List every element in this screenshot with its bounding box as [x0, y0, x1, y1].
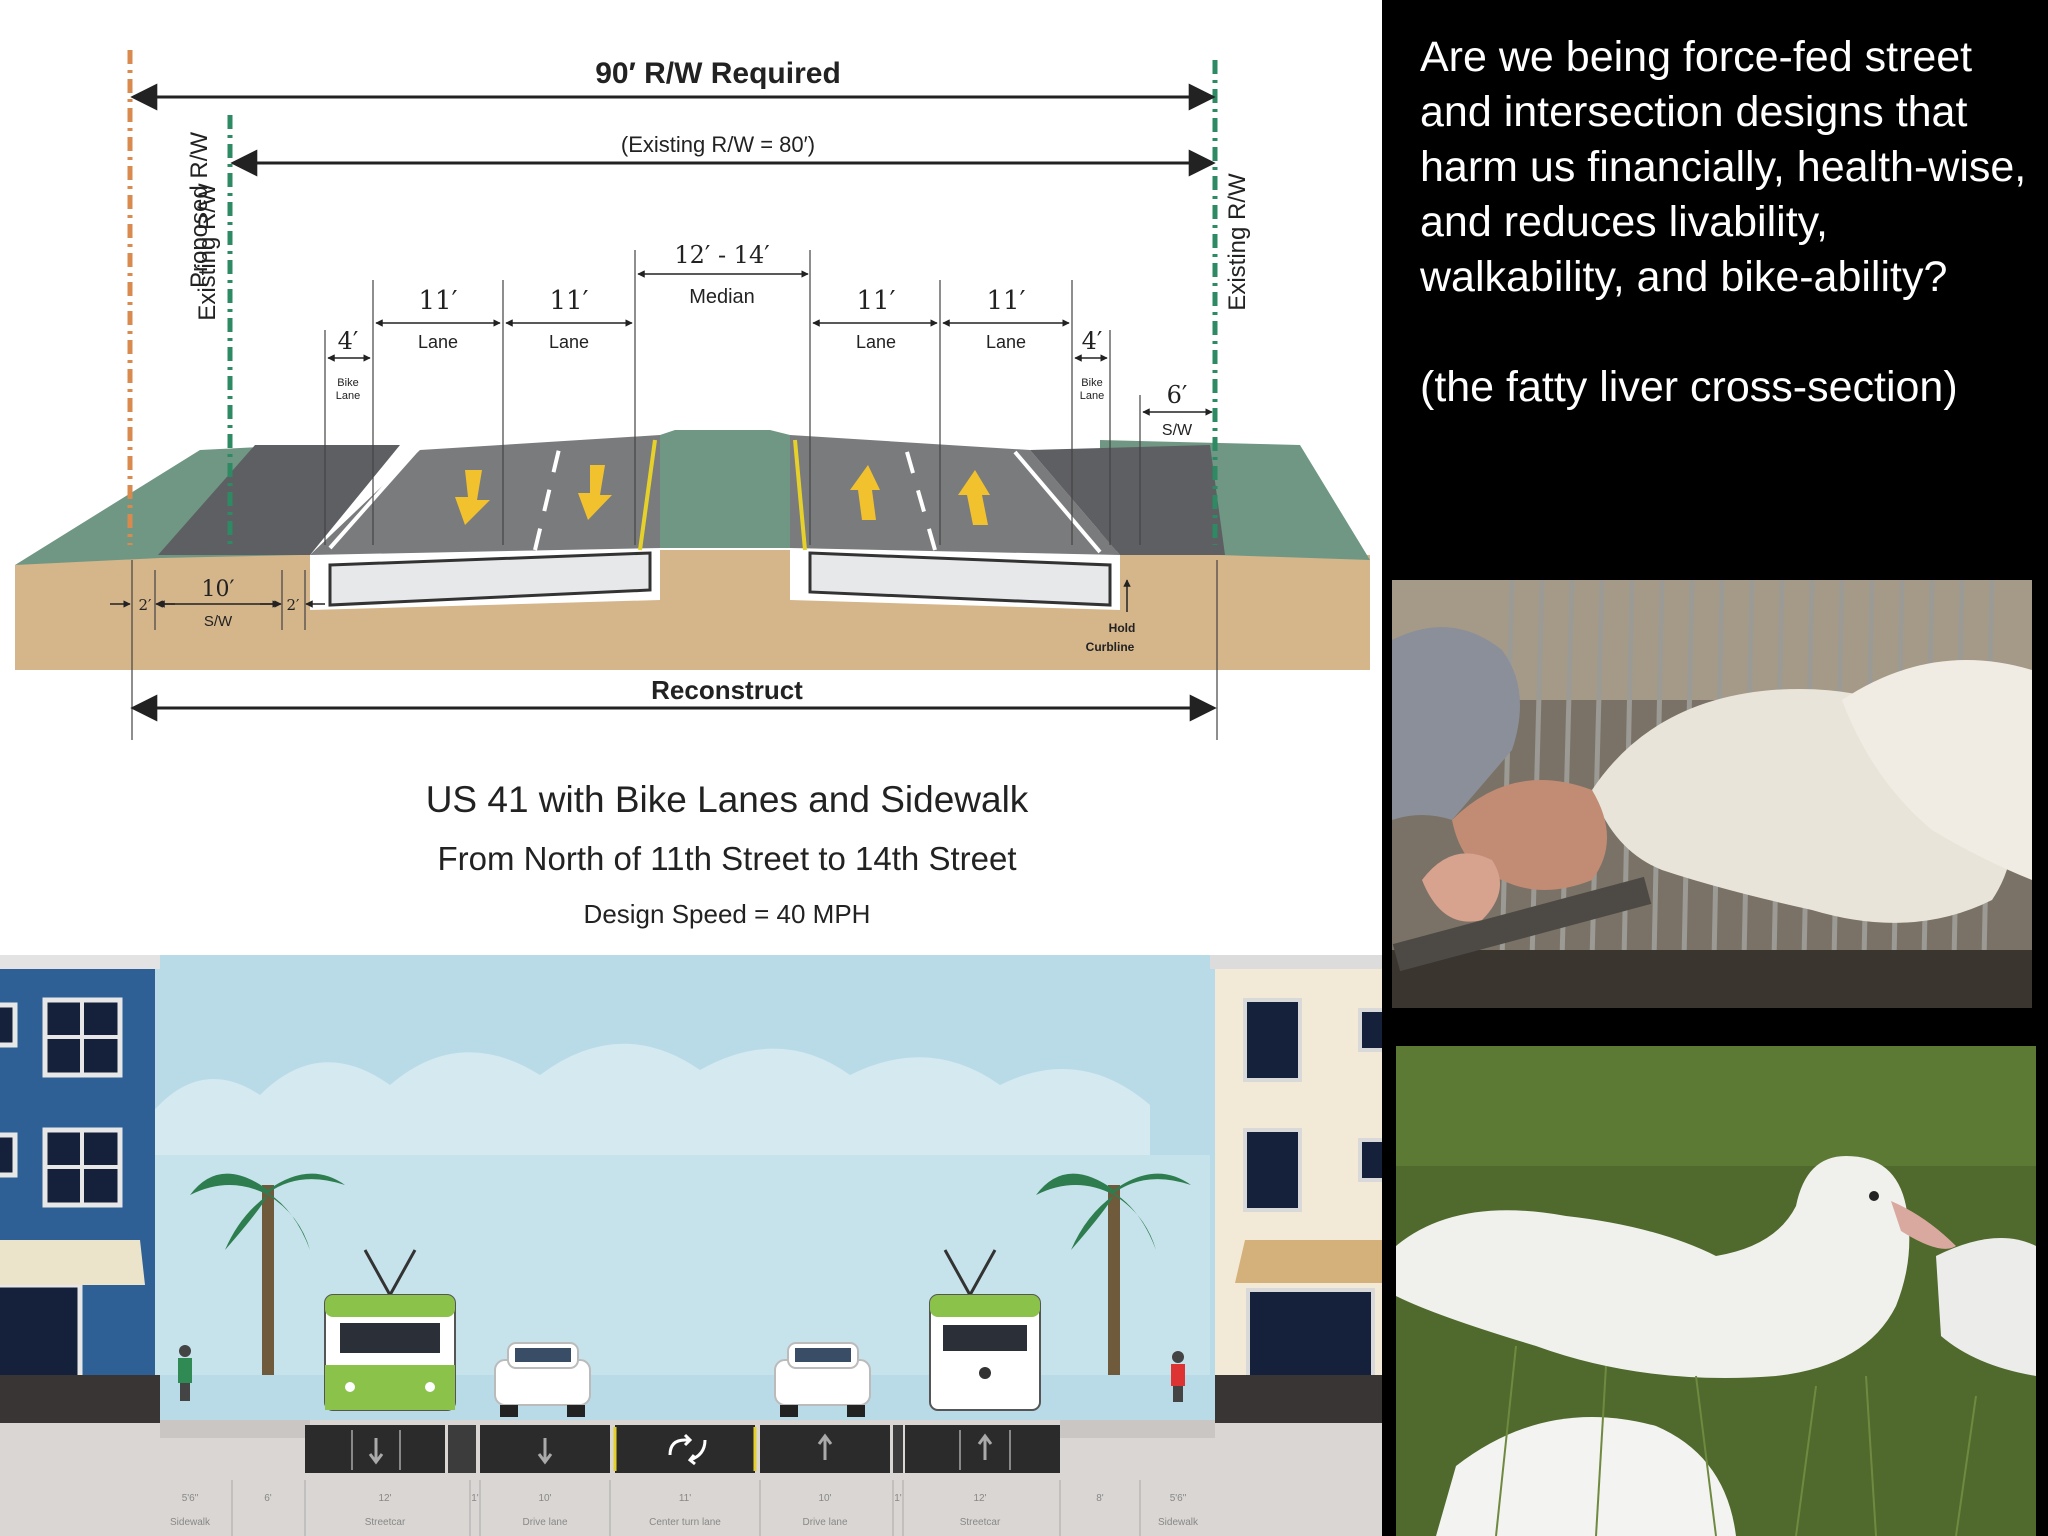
cross-section-drawing: 90′ R/W Required (Existing R/W = 80′) Pr… — [15, 50, 1370, 929]
lane-label: Lane — [549, 332, 589, 352]
car-icon — [774, 1342, 871, 1417]
street-section-drawing: 5'6" 6' 12' 1' 10' 11' 10' 1' 12' 8' 5'6… — [0, 955, 1382, 1536]
segment-width: 1' — [894, 1493, 902, 1504]
segment-width: 12' — [973, 1493, 986, 1504]
bike-lane-label: Lane — [336, 390, 360, 402]
buffer-width: 2′ — [139, 596, 153, 614]
streetcar-icon — [324, 1249, 456, 1411]
streetcar-icon — [929, 1249, 1041, 1411]
arrow-down-icon — [578, 465, 612, 520]
bike-lane-label: Bike — [1081, 377, 1102, 389]
palm-tree-icon — [1036, 1173, 1191, 1375]
arrow-up-icon — [958, 470, 990, 525]
lane-width: 11′ — [987, 286, 1026, 316]
segment-label: Streetcar — [365, 1517, 406, 1528]
bike-lane-width: 4′ — [1082, 327, 1103, 355]
existing-rw-note: (Existing R/W = 80′) — [621, 132, 815, 157]
cross-section-diagram: 90′ R/W Required (Existing R/W = 80′) Pr… — [0, 0, 1382, 955]
segment-label: Sidewalk — [1158, 1517, 1199, 1528]
segment-label: Drive lane — [802, 1517, 847, 1528]
bike-lane-label: Lane — [1080, 390, 1104, 402]
segment-width: 12' — [378, 1493, 391, 1504]
sidewalk-left-width: 10′ — [202, 577, 235, 602]
right-base — [808, 551, 1112, 607]
pedestrian-icon — [178, 1345, 192, 1401]
median-label: Median — [689, 286, 755, 308]
roadway — [305, 1425, 1060, 1473]
right-awning — [1235, 1240, 1382, 1283]
sidewalk-right-label: S/W — [1162, 422, 1193, 439]
pedestrian-icon — [1171, 1351, 1185, 1402]
left-lanes — [310, 435, 660, 555]
left-sidewalk — [158, 445, 400, 555]
diagram-title: US 41 with Bike Lanes and Sidewalk — [426, 779, 1029, 820]
lane-width: 11′ — [419, 286, 458, 316]
segment-width: 6' — [264, 1493, 272, 1504]
segment-width: 8' — [1096, 1493, 1104, 1504]
segment-label: Sidewalk — [170, 1517, 211, 1528]
segment-width: 5'6" — [182, 1493, 199, 1504]
reconstruct-label: Reconstruct — [651, 675, 803, 705]
street-section-illustration: 5'6" 6' 12' 1' 10' 11' 10' 1' 12' 8' 5'6… — [0, 955, 1382, 1536]
car-icon — [494, 1342, 591, 1417]
force-feeding-photo — [1392, 580, 2032, 1008]
segment-label: Streetcar — [960, 1517, 1001, 1528]
lane-label: Lane — [418, 332, 458, 352]
soil — [15, 550, 1370, 670]
median-width: 12′ - 14′ — [674, 241, 769, 269]
lane-width: 11′ — [857, 286, 896, 316]
proposed-rw-label: Proposed R/W — [186, 132, 213, 288]
segment-width: 10' — [538, 1493, 551, 1504]
segment-label: Center turn lane — [649, 1517, 721, 1528]
existing-rw-label-left: Existing R/W — [194, 183, 221, 321]
segment-label: Drive lane — [522, 1517, 567, 1528]
bike-lane-label: Bike — [337, 377, 358, 389]
arrow-down-icon — [455, 470, 490, 525]
question-text: Are we being force-fed street and inters… — [1420, 33, 2027, 301]
left-awning — [0, 1240, 145, 1285]
caption-text: Are we being force-fed street and inters… — [1420, 30, 2030, 415]
arrow-up-icon — [850, 465, 880, 520]
lane-label: Lane — [856, 332, 896, 352]
segment-width: 10' — [818, 1493, 831, 1504]
segment-width: 1' — [471, 1493, 479, 1504]
white-ducks-photo — [1396, 1046, 2036, 1536]
diagram-subtitle: From North of 11th Street to 14th Street — [438, 840, 1017, 877]
left-base — [328, 551, 652, 607]
question-subtext: (the fatty liver cross-section) — [1420, 363, 1958, 411]
segment-width: 11' — [679, 1493, 691, 1504]
design-speed: Design Speed = 40 MPH — [584, 899, 871, 929]
sidewalk-left-label: S/W — [204, 613, 233, 630]
existing-rw-label-right: Existing R/W — [1224, 173, 1251, 311]
right-lanes — [790, 435, 1120, 555]
bike-lane-width: 4′ — [338, 327, 359, 355]
lane-width: 11′ — [550, 286, 589, 316]
right-sidewalk — [1030, 445, 1225, 555]
palm-tree-icon — [190, 1173, 345, 1375]
sidewalk-right-width: 6′ — [1167, 381, 1188, 409]
segment-width: 5'6" — [1170, 1493, 1187, 1504]
median — [660, 430, 790, 548]
buffer-width: 2′ — [287, 596, 301, 614]
lane-label: Lane — [986, 332, 1026, 352]
rw-required-label: 90′ R/W Required — [595, 57, 841, 90]
curbline-label: Curbline — [1086, 640, 1135, 654]
hold-label: Hold — [1109, 621, 1136, 635]
